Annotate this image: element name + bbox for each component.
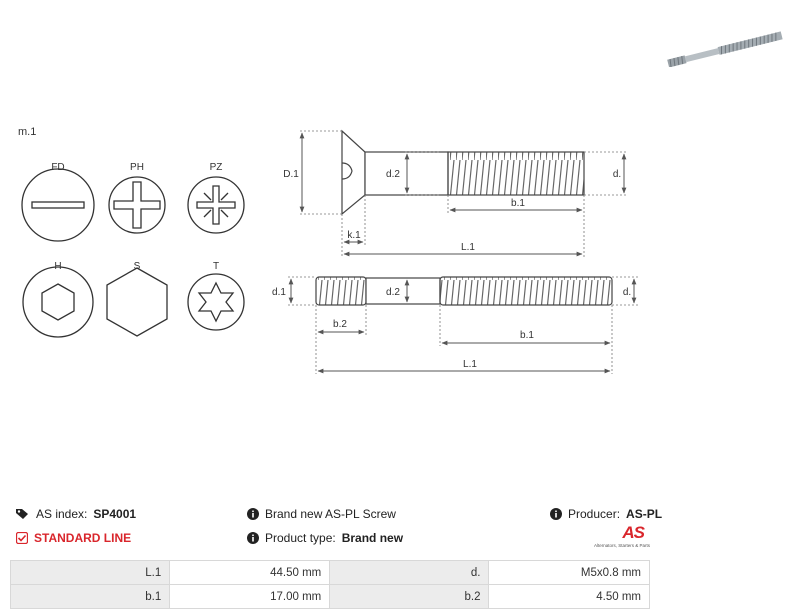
producer-value: AS-PL	[626, 507, 663, 521]
dim-L1-bottom: L.1	[463, 359, 477, 370]
pozidriv-drive-icon	[187, 176, 245, 234]
info-icon	[247, 508, 259, 520]
hex-head-drive-icon	[106, 267, 168, 337]
as-index-row: AS index: SP4001	[16, 507, 136, 521]
checkbox-check-icon	[16, 532, 28, 544]
spec-value: M5x0.8 mm	[488, 560, 650, 585]
dim-d1: d.1	[272, 287, 286, 298]
stud-bolt-drawing: d.1 d.2 d. b.2 b.1 L.1	[272, 276, 638, 374]
spec-key: b.2	[329, 584, 490, 609]
as-index-label: AS index:	[36, 507, 88, 521]
product-type-value: Brand new	[341, 531, 404, 545]
phillips-drive-icon	[108, 176, 166, 234]
torx-drive-icon	[187, 273, 245, 331]
spec-key: d.	[329, 560, 490, 585]
dim-d2-bottom: d.2	[386, 287, 400, 298]
dim-k1: k.1	[347, 230, 361, 241]
description-text: Brand new AS-PL Screw	[265, 507, 396, 521]
description-row: Brand new AS-PL Screw	[247, 507, 396, 521]
info-icon	[247, 532, 259, 544]
drive-label-h: H	[54, 261, 61, 272]
drive-label-ph: PH	[130, 162, 144, 173]
specs-table: L.1 44.50 mm d. M5x0.8 mm b.1 17.00 mm b…	[9, 560, 650, 609]
spec-value: 4.50 mm	[488, 584, 650, 609]
tags-icon	[16, 509, 28, 519]
product-type-label: Product type:	[265, 531, 336, 545]
table-row: L.1 44.50 mm d. M5x0.8 mm	[9, 560, 650, 585]
dim-d-bottom: d.	[623, 287, 631, 298]
dim-L1-top: L.1	[461, 242, 475, 253]
dim-b2: b.2	[333, 319, 347, 330]
countersunk-screw-drawing: D.1 d.2 d. b.1 k.1 L.1	[283, 129, 628, 258]
standard-line-label: STANDARD LINE	[34, 531, 132, 545]
technical-drawing: m.1	[18, 126, 638, 374]
drive-label-s: S	[134, 261, 141, 272]
producer-label: Producer:	[568, 507, 621, 521]
info-icon	[550, 508, 562, 520]
logo-tagline: Alternators, Starters & Parts	[593, 543, 650, 548]
product-type-row: Product type: Brand new	[247, 531, 403, 545]
spec-value: 44.50 mm	[169, 560, 331, 585]
as-index-value: SP4001	[93, 507, 137, 521]
material-label: m.1	[18, 126, 36, 138]
dim-b1-top: b.1	[511, 198, 525, 209]
spec-key: L.1	[9, 560, 171, 585]
slotted-drive-icon	[21, 168, 95, 242]
dim-b1-bottom: b.1	[520, 330, 534, 341]
spec-key: b.1	[9, 584, 171, 609]
dim-d-top: d.	[613, 169, 621, 180]
dim-d2-top: d.2	[386, 169, 400, 180]
table-row: b.1 17.00 mm b.2 4.50 mm	[9, 584, 650, 609]
drive-label-pz: PZ	[210, 162, 223, 173]
product-thumbnail	[667, 31, 783, 67]
dim-D1: D.1	[283, 169, 299, 180]
hex-socket-drive-icon	[22, 266, 94, 338]
standard-line-row: STANDARD LINE	[16, 531, 131, 545]
as-pl-logo: AS Alternators, Starters & Parts	[585, 523, 650, 553]
producer-row: Producer: AS-PL	[550, 507, 662, 521]
spec-value: 17.00 mm	[169, 584, 331, 609]
logo-mark: AS	[622, 523, 645, 542]
drive-label-t: T	[213, 261, 219, 272]
drive-label-fd: FD	[51, 162, 64, 173]
